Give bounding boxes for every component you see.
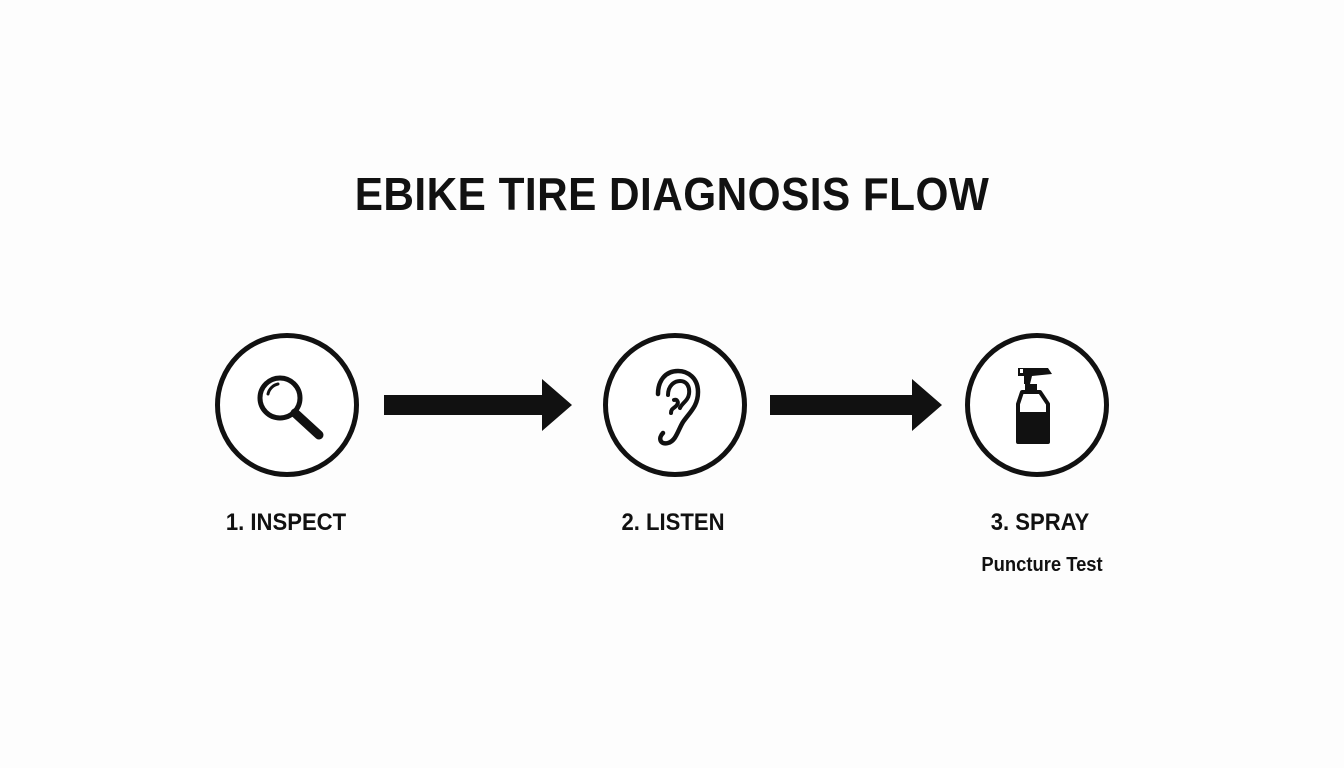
step-spray-sublabel: Puncture Test <box>981 554 1103 576</box>
diagram-title: EBIKE TIRE DIAGNOSIS FLOW <box>354 168 990 220</box>
step-spray-label: 3. SPRAY <box>990 509 1090 536</box>
arrow-2-to-3 <box>770 379 942 431</box>
step-spray-circle <box>965 333 1109 477</box>
spray-bottle-icon <box>1016 368 1052 444</box>
step-inspect-circle <box>215 333 359 477</box>
step-listen-label: 2. LISTEN <box>621 509 725 536</box>
step-inspect-label: 1. INSPECT <box>225 509 347 536</box>
magnifier-icon <box>257 375 324 440</box>
ear-icon <box>655 368 701 446</box>
arrow-1-to-2 <box>384 379 572 431</box>
step-listen-circle <box>603 333 747 477</box>
